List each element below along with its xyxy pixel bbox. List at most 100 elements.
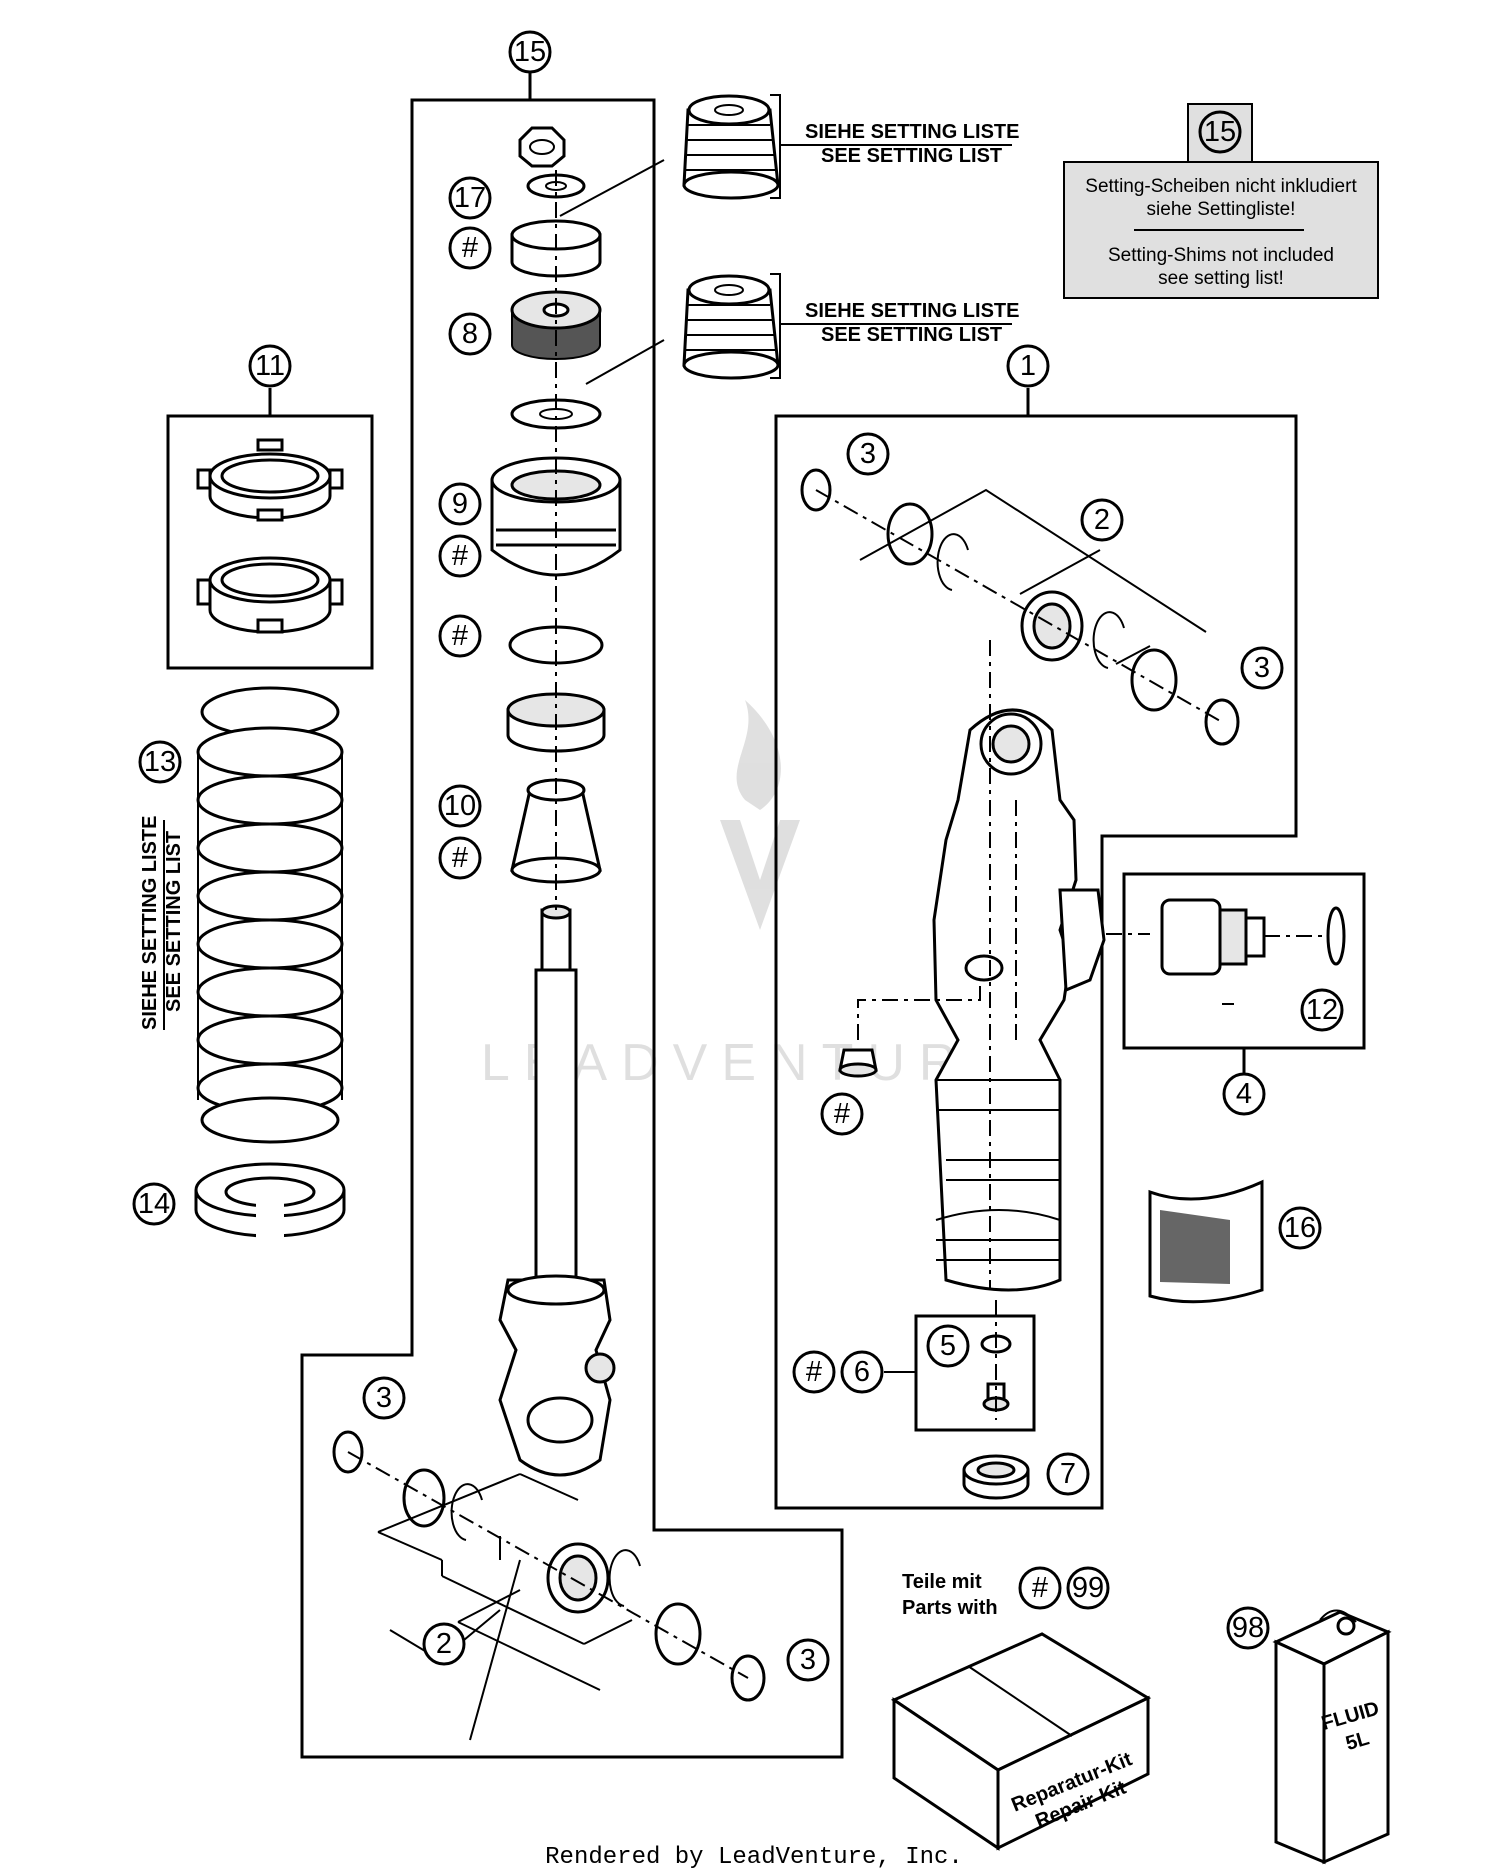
callout-hash-6: #	[792, 1350, 836, 1394]
svg-text:5: 5	[940, 1330, 956, 1362]
callout-hash-10: #	[438, 836, 482, 880]
ring-17	[510, 219, 602, 278]
callout-hash-17: #	[448, 226, 492, 270]
callout-99: 99	[1066, 1566, 1110, 1610]
svg-text:#: #	[1032, 1572, 1048, 1604]
callout-hash-9: #	[438, 534, 482, 578]
svg-text:6: 6	[854, 1356, 870, 1388]
svg-text:4: 4	[1236, 1078, 1252, 1110]
svg-text:2: 2	[436, 1628, 452, 1660]
piston-rod	[534, 904, 578, 1282]
decal-16	[1148, 1179, 1264, 1304]
callout-98: 98	[1226, 1606, 1270, 1650]
circlip-lower-right	[608, 1549, 641, 1607]
shock-spring-13	[196, 686, 344, 1144]
bushing-3-upper-right	[1204, 698, 1240, 746]
bearing-lower	[546, 1542, 610, 1614]
note-line-de-1: Setting-Scheiben nicht inkludiert	[1085, 176, 1357, 197]
note-line-en-1: Setting-Shims not included	[1108, 245, 1334, 266]
label-setting-de-1: SIEHE SETTING LISTE	[805, 121, 1019, 143]
callout-2-lower: 2	[422, 1622, 466, 1666]
callout-10: 10	[438, 784, 482, 828]
callout-hash-valve: #	[820, 1092, 864, 1136]
label-spring-en: SEE SETTING LIST	[163, 831, 185, 1012]
callout-3-lower-right: 3	[786, 1638, 830, 1682]
callout-1: 1	[1006, 344, 1050, 388]
repair-kit-box	[890, 1632, 1152, 1851]
callout-3-upper-left: 3	[846, 432, 890, 476]
rod-guide	[506, 692, 606, 753]
callout-9: 9	[438, 482, 482, 526]
washer-upper-left	[886, 502, 934, 566]
svg-text:99: 99	[1072, 1572, 1104, 1604]
rod-eye	[498, 1274, 616, 1477]
callout-15-note: 15	[1198, 110, 1242, 154]
svg-text:8: 8	[462, 318, 478, 350]
svg-text:#: #	[806, 1356, 822, 1388]
piston-rod-group-frame	[300, 98, 844, 1759]
callout-hash-ring: #	[438, 614, 482, 658]
callout-hash-99: #	[1018, 1566, 1062, 1610]
label-spring-de: SIEHE SETTING LISTE	[139, 816, 161, 1030]
svg-text:2: 2	[1094, 504, 1110, 536]
callout-3-lower-left: 3	[362, 1376, 406, 1420]
note-line-en-2: see setting list!	[1158, 268, 1284, 289]
svg-text:3: 3	[860, 438, 876, 470]
callout-2-upper: 2	[1080, 498, 1124, 542]
svg-text:17: 17	[454, 182, 486, 214]
svg-text:11: 11	[255, 350, 285, 382]
callout-14: 14	[132, 1182, 176, 1226]
bearing-upper	[1020, 590, 1084, 662]
cap-7	[962, 1454, 1030, 1500]
damper-body	[932, 708, 1106, 1292]
circlip-upper-left	[936, 533, 969, 591]
shim-stack-upper	[682, 94, 780, 200]
svg-text:3: 3	[376, 1382, 392, 1414]
label-parts-en: Parts with	[902, 1597, 998, 1619]
label-setting-en-1: SEE SETTING LIST	[821, 145, 1002, 167]
spring-retainer-14	[194, 1162, 346, 1240]
callout-12: 12	[1300, 988, 1344, 1032]
svg-text:12: 12	[1306, 994, 1338, 1026]
adjusting-ring-lower	[196, 556, 344, 634]
svg-text:3: 3	[1254, 652, 1270, 684]
svg-text:3: 3	[800, 1644, 816, 1676]
bleed-valve	[838, 1048, 878, 1078]
adjuster-valve	[1160, 898, 1346, 976]
footer-credit: Rendered by LeadVenture, Inc.	[545, 1844, 963, 1871]
circlip-lower-left	[450, 1483, 483, 1541]
svg-text:#: #	[452, 842, 468, 874]
damper-group-frame	[774, 414, 1298, 1510]
note-line-de-2: siehe Settingliste!	[1147, 199, 1296, 220]
svg-text:16: 16	[1284, 1212, 1316, 1244]
svg-text:15: 15	[1204, 116, 1236, 148]
callout-13: 13	[138, 740, 182, 784]
callout-16: 16	[1278, 1206, 1322, 1250]
callout-17: 17	[448, 176, 492, 220]
svg-text:#: #	[452, 540, 468, 572]
bump-rubber-10	[510, 778, 602, 884]
label-setting-de-2: SIEHE SETTING LISTE	[805, 300, 1019, 322]
fluid-can	[1272, 1609, 1392, 1865]
callout-5: 5	[926, 1324, 970, 1368]
svg-text:98: 98	[1232, 1612, 1264, 1644]
svg-text:9: 9	[452, 488, 468, 520]
circlip-upper-right	[1092, 611, 1125, 669]
svg-text:14: 14	[138, 1188, 170, 1220]
label-parts-de: Teile mit	[902, 1571, 982, 1593]
callout-7: 7	[1046, 1452, 1090, 1496]
washer-lower-left	[402, 1468, 446, 1528]
shim-stack-lower	[682, 274, 780, 380]
svg-text:1: 1	[1020, 350, 1036, 382]
label-setting-en-2: SEE SETTING LIST	[821, 324, 1002, 346]
svg-text:10: 10	[444, 790, 476, 822]
callout-4: 4	[1222, 1072, 1266, 1116]
svg-text:13: 13	[144, 746, 176, 778]
adjusting-ring-upper	[196, 438, 344, 522]
callout-15-top: 15	[508, 30, 552, 74]
washer-upper-right	[1130, 648, 1178, 712]
callout-3-upper-right: 3	[1240, 646, 1284, 690]
callout-6: 6	[840, 1350, 884, 1394]
svg-text:7: 7	[1060, 1458, 1076, 1490]
